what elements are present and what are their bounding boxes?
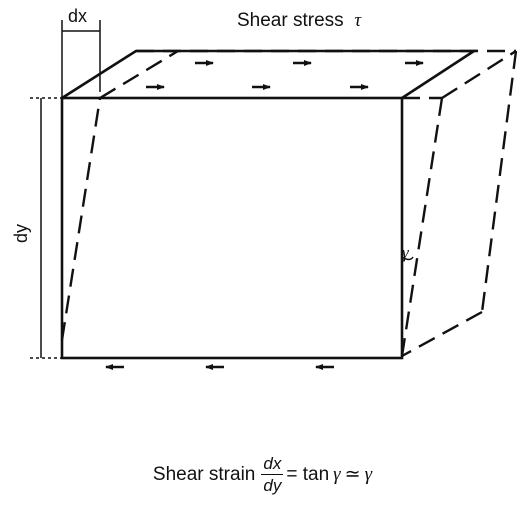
top-face-edges [61,49,479,100]
sheared-top-right-edge [441,49,517,100]
formula-approx: ≃ [344,464,361,485]
dx-dy-fraction: dx dy [261,454,284,495]
formula-tan: = tan [286,463,330,485]
shear-strain-formula: Shear strain dx dy = tan γ ≃ γ [0,455,525,494]
dy-dimension [30,97,62,359]
shear-stress-label: Shear stress τ [237,10,362,31]
sheared-right-edge [400,97,444,357]
dx-label: dx [68,6,87,26]
shear-stress-text: Shear stress [237,10,344,31]
dx-dimension [61,20,101,98]
dy-label: dy [11,224,31,243]
tau-symbol: τ [354,10,362,31]
formula-gamma-2: γ [364,463,373,485]
sheared-left-edge [60,97,102,341]
sheared-top-left-edge [99,49,179,100]
top-stress-arrows [146,60,424,90]
gamma-arc [401,256,414,261]
formula-prefix: Shear strain [152,463,256,485]
formula-gamma-1: γ [333,463,341,485]
sheared-block [60,49,518,358]
fraction-denominator: dy [263,476,282,495]
front-face [60,96,404,360]
gamma-label: γ [402,243,410,262]
sheared-bottom-right-edge [401,310,483,358]
fraction-numerator: dx [261,454,284,475]
sheared-back-right-edge [480,50,518,313]
